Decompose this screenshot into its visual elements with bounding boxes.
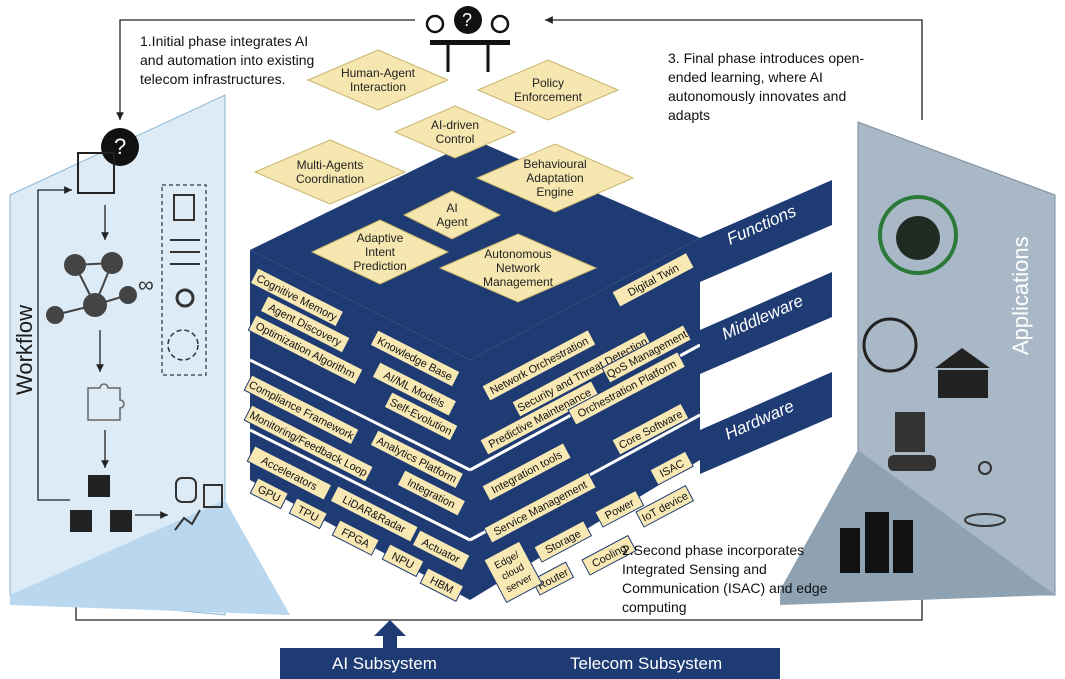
applications-label: Applications bbox=[1008, 236, 1033, 355]
robot-icon bbox=[895, 412, 925, 452]
city-buildings-icon bbox=[840, 512, 913, 573]
function-diamond bbox=[475, 143, 635, 213]
workflow-panel-back bbox=[9, 94, 226, 616]
puzzle-icon bbox=[77, 152, 115, 194]
network-people-icon bbox=[46, 252, 137, 324]
connector-human-to-left bbox=[116, 19, 415, 120]
database-icon bbox=[175, 477, 197, 503]
telecom-subsystem-label: Telecom Subsystem bbox=[570, 654, 723, 673]
layer-ribbons bbox=[700, 180, 832, 474]
puzzle-piece-icon bbox=[87, 383, 125, 421]
package-cycle-icon bbox=[167, 329, 199, 361]
function-diamond bbox=[402, 190, 502, 240]
applications-panel: Applications bbox=[780, 121, 1056, 605]
up-arrow-icon bbox=[374, 620, 406, 650]
workflow-panel-base bbox=[10, 500, 290, 615]
question-icon bbox=[101, 128, 139, 166]
function-diamond bbox=[438, 233, 598, 303]
cube-component-box: NPU bbox=[381, 543, 425, 578]
analytics-chart-icon bbox=[174, 509, 201, 531]
cube-component-box: Edge/cloudserver bbox=[483, 540, 543, 604]
surveillance-person-icon bbox=[862, 317, 918, 373]
earth-globe-icon bbox=[896, 216, 940, 260]
phase3-caption: 3. Final phase introduces open-ended lea… bbox=[668, 50, 865, 123]
connector-cubes-to-puzzle bbox=[37, 186, 72, 501]
question-mark: ? bbox=[114, 134, 126, 159]
hologram-person-icon bbox=[978, 461, 992, 475]
phase2-caption: 2.Second phase incorporates Integrated S… bbox=[622, 542, 828, 615]
cubes-network-icon bbox=[70, 475, 132, 532]
cube-component-box: GPU bbox=[249, 477, 289, 510]
cube-component-box: HBM bbox=[419, 567, 465, 602]
tools-box bbox=[161, 184, 207, 376]
cube-component-box: TPU bbox=[288, 497, 328, 530]
function-diamond bbox=[306, 49, 450, 111]
connector-right-to-human bbox=[545, 16, 923, 120]
sliders-icon bbox=[170, 239, 200, 265]
function-diamond bbox=[253, 139, 407, 205]
workflow-panel: Workflow ? ∞ bbox=[9, 94, 290, 616]
human-agents-meeting-icon: ? bbox=[425, 6, 510, 72]
ai-subsystem-label: AI Subsystem bbox=[332, 654, 437, 673]
function-diamond bbox=[476, 59, 620, 121]
function-diamond bbox=[310, 219, 450, 285]
svg-text:?: ? bbox=[462, 10, 472, 30]
function-diamond bbox=[393, 105, 517, 159]
government-building-icon bbox=[935, 348, 990, 368]
workflow-label: Workflow bbox=[12, 305, 37, 395]
subsystem-bar: AI Subsystem Telecom Subsystem bbox=[280, 648, 780, 679]
document-icon bbox=[203, 484, 223, 508]
earth-recycle-icon bbox=[878, 195, 958, 275]
infinity-icon: ∞ bbox=[138, 272, 154, 297]
gears-icon bbox=[175, 288, 195, 308]
clipboard-icon bbox=[173, 194, 195, 221]
phase1-caption: 1.Initial phase integrates AI and automa… bbox=[140, 33, 315, 87]
